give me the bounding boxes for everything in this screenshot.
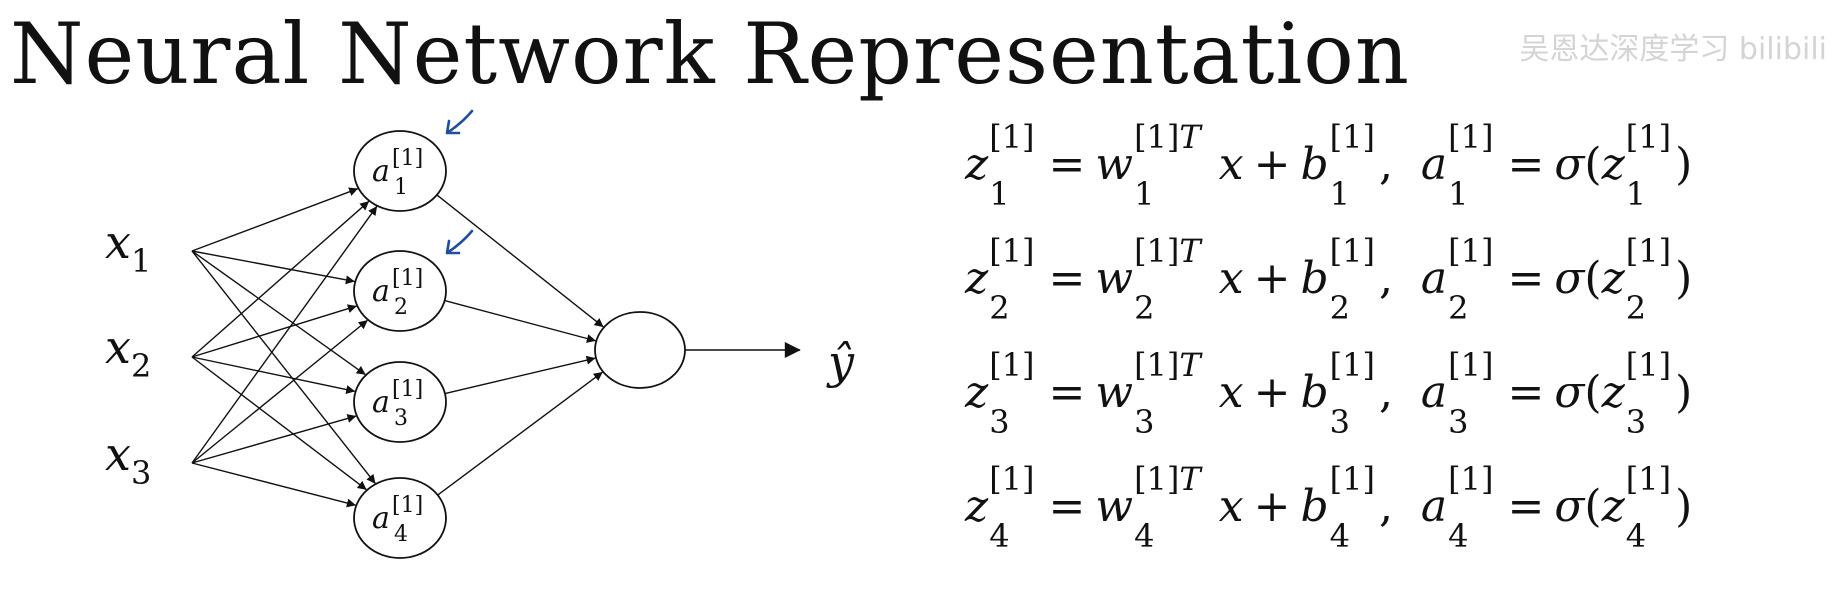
network-labels: a[1]1 a[1]2 a[1]3 a[1]4 x1 x2 x3 ŷ: [105, 109, 855, 547]
edge-x1-a1: [191, 187, 359, 252]
hidden-node-2: [353, 250, 447, 332]
hidden-node-1: [353, 130, 447, 212]
edge-a4-output: [437, 371, 603, 496]
input-label-x1: x1: [105, 215, 151, 280]
page-title: Neural Network Representation: [10, 5, 1410, 103]
network-nodes: [353, 130, 686, 559]
hidden-node-label-1: a[1]1: [372, 146, 423, 200]
edge-x3-a4: [191, 462, 356, 508]
input-label-x2: x2: [105, 320, 151, 385]
hidden-node-label-4: a[1]4: [372, 493, 423, 547]
edge-x3-a2: [191, 319, 368, 464]
edge-x1-a2: [191, 250, 355, 285]
edge-a1-output: [436, 194, 604, 328]
hidden-node-4: [353, 477, 447, 559]
edge-x2-a3: [191, 356, 356, 394]
output-node: [594, 311, 686, 389]
edge-a2-output: [444, 299, 596, 343]
pen-annotation-check-icon: [445, 229, 474, 255]
edge-x1-a4: [191, 250, 376, 484]
pen-annotation-check-icon: [445, 109, 474, 135]
edge-x3-a3: [191, 414, 357, 464]
output-label-y-hat: ŷ: [826, 335, 855, 389]
edge-a3-output: [444, 355, 596, 395]
network-edges: [191, 187, 801, 508]
input-label-x3: x3: [105, 427, 151, 492]
edge-x2-a1: [191, 200, 370, 358]
hidden-node-label-3: a[1]3: [372, 377, 423, 431]
hidden-node-3: [353, 361, 447, 443]
edge-x1-a3: [191, 250, 366, 376]
hidden-node-label-2: a[1]2: [372, 266, 423, 320]
edge-x2-a4: [191, 356, 367, 491]
edge-x2-a2: [191, 304, 357, 358]
watermark: 吴恩达深度学习 bilibili: [1519, 32, 1827, 67]
edge-x3-a1: [191, 206, 378, 464]
